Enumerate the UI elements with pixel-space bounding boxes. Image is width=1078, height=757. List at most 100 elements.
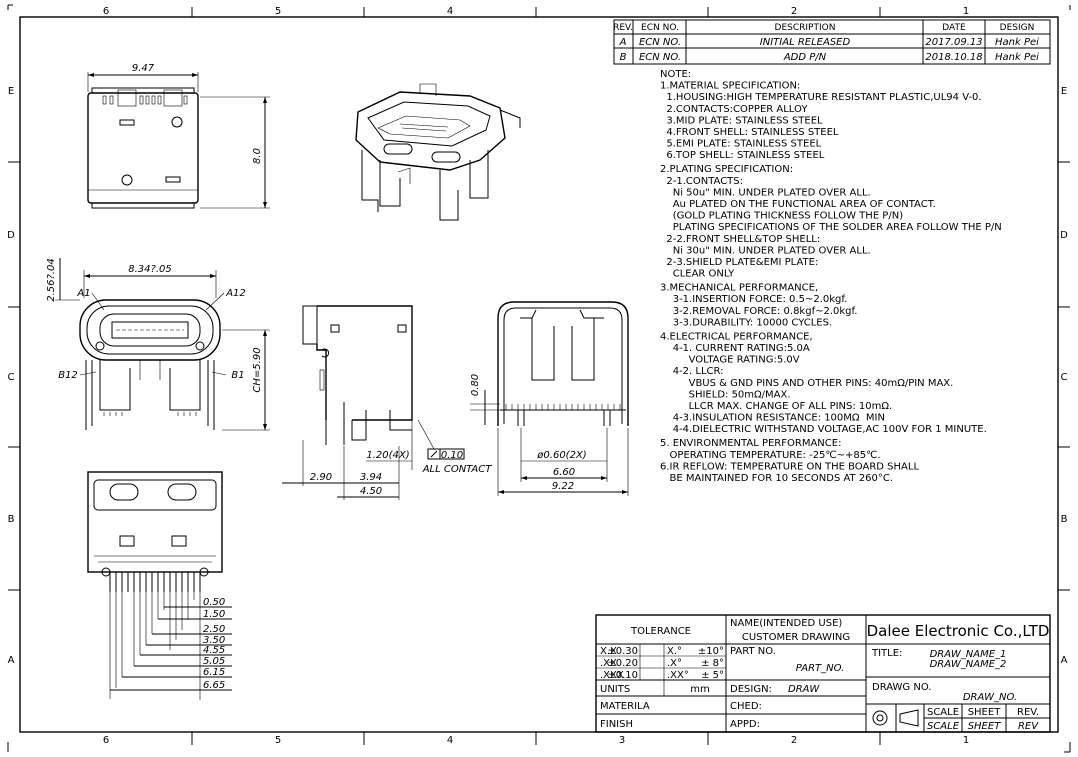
dim-front-ch: CH=5.90 [252, 347, 263, 392]
note-line: 2-2.FRONT SHELL&TOP SHELL: [660, 234, 820, 245]
dim-side-3-94: 3.94 [360, 472, 382, 483]
tol-row-3-c: .XX° [667, 670, 689, 681]
notes: NOTE:1.MATERIAL SPECIFICATION: 1.HOUSING… [660, 69, 1002, 484]
zone-bottom-5: 5 [275, 735, 281, 746]
note-line: Ni 30u" MIN. UNDER PLATED OVER ALL. [660, 245, 871, 256]
pin-dim-value: 6.65 [203, 680, 225, 691]
rev-row-b-rev: B [620, 52, 627, 63]
note-line: 5.EMI PLATE: STAINLESS STEEL [660, 139, 822, 150]
zone-left-e: E [8, 86, 14, 97]
zone-left-c: C [8, 372, 15, 383]
note-line: NOTE: [660, 69, 691, 80]
title-value-1: DRAW_NAME_1 [930, 649, 1007, 660]
rev-header-rev: REV. [613, 23, 633, 33]
side-view: 1.20(4X) 0.10 ALL CONTACT 2.90 3.94 4.50 [282, 305, 493, 500]
zone-right-e: E [1061, 86, 1067, 97]
note-line: 4-3.INSULATION RESISTANCE: 100MΩ MIN [660, 413, 885, 424]
zone-bottom-2: 2 [791, 735, 797, 746]
note-line: PLATING SPECIFICATIONS OF THE SOLDER ARE… [660, 222, 1002, 233]
dim-side-1-20: 1.20(4X) [366, 450, 409, 461]
tol-row-2-b: ±0.20 [607, 658, 638, 669]
zone-top-5: 5 [275, 6, 281, 17]
dim-side-flatness: 0.10 [441, 450, 463, 461]
note-line: 3-1.INSERTION FORCE: 0.5~2.0kgf. [660, 294, 847, 305]
appd-label: APPD: [730, 719, 760, 730]
note-line: 5. ENVIRONMENTAL PERFORMANCE: [660, 438, 841, 449]
ched-label: CHED: [730, 701, 762, 712]
dim-rear-9-22: 9.22 [552, 481, 574, 492]
note-line: VOLTAGE RATING:5.0V [660, 355, 800, 366]
scale-label: SCALE [927, 707, 959, 718]
dim-front-pitch: 2.56?.04 [46, 258, 57, 301]
tol-row-3-a: .XXX [600, 670, 624, 681]
rear-view: 0.80 ø0.60(2X) 6.60 9.22 [470, 301, 629, 496]
pin-dim-value: 1.50 [203, 609, 225, 620]
rev-header-ecn: ECN NO. [641, 23, 679, 33]
bottom-view [87, 471, 223, 700]
tol-row-3-b: ±0.10 [607, 670, 638, 681]
tol-row-2-c: .X° [667, 658, 682, 669]
drawg-no-value: DRAW_NO. [963, 692, 1017, 703]
materila-label: MATERILA [600, 701, 650, 712]
note-line: 3-2.REMOVAL FORCE: 0.8kgf~2.0kgf. [660, 306, 858, 317]
pin-dim-value: 0.50 [203, 597, 225, 608]
tol-row-1-d: ±10° [698, 646, 724, 657]
rev-row-b-design: Hank Pei [995, 52, 1039, 63]
projection-symbol-cone [899, 709, 919, 727]
units-label: UNITS [600, 684, 630, 695]
tol-row-3-d: ± 5° [701, 670, 724, 681]
note-line: OPERATING TEMPERATURE: -25℃~+85℃. [660, 450, 881, 461]
rev-row-a-date: 2017.09.13 [925, 37, 982, 48]
part-no-label: PART NO. [730, 646, 776, 657]
note-line: 2.PLATING SPECIFICATION: [660, 164, 793, 175]
pin-label-a1: A1 [76, 288, 90, 299]
zone-top-6: 6 [103, 6, 109, 17]
zone-left-d: D [7, 230, 15, 241]
tol-row-1-a: X.X [600, 646, 617, 657]
dim-side-all-contact: ALL CONTACT [422, 464, 493, 475]
rev-value: REV [1018, 721, 1039, 732]
note-line: 4-4.DIELECTRIC WITHSTAND VOLTAGE,AC 100V… [660, 424, 987, 435]
zone-right-d: D [1060, 230, 1068, 241]
zone-top-2: 2 [791, 6, 797, 17]
dim-top-height: 8.0 [252, 148, 263, 164]
name-label: NAME(INTENDED USE) [730, 618, 842, 629]
isometric-view [355, 83, 521, 221]
front-view: 8.34?.05 2.56?.04 A1 A12 B12 B1 CH=5.90 [46, 258, 270, 431]
tol-row-1-c: X.° [667, 646, 682, 657]
rev-header-description: DESCRIPTION [775, 23, 836, 33]
note-line: Ni 50u" MIN. UNDER PLATED OVER ALL. [660, 187, 871, 198]
rev-row-b-ecn: ECN NO. [639, 52, 681, 63]
dim-rear-6-60: 6.60 [553, 467, 575, 478]
zone-right-a: A [1061, 655, 1068, 666]
title-label: TITLE: [871, 648, 902, 659]
note-line: 6.IR REFLOW: TEMPERATURE ON THE BOARD SH… [660, 461, 919, 472]
title-value-2: DRAW_NAME_2 [930, 659, 1007, 670]
sheet-label: SHEET [968, 707, 1002, 718]
name-value: CUSTOMER DRAWING [742, 632, 850, 643]
dim-rear-0-80: 0.80 [470, 374, 481, 396]
top-view: 9.47 8.0 [87, 63, 270, 209]
note-line: LLCR MAX. CHANGE OF ALL PINS: 10mΩ. [660, 401, 892, 412]
company-name: Dalee Electronic Co.,LTD [867, 622, 1050, 640]
dim-side-4-50: 4.50 [360, 486, 382, 497]
dim-front-width: 8.34?.05 [128, 264, 171, 275]
zone-bottom-1: 1 [963, 735, 969, 746]
pin-dim-value: 3.50 [203, 635, 225, 646]
pin-dim-value: 6.15 [203, 667, 225, 678]
tol-row-2-a: .XX [600, 658, 617, 669]
note-line: 6.TOP SHELL: STAINLESS STEEL [660, 150, 825, 161]
note-line: 2-1.CONTACTS: [660, 176, 743, 187]
drawg-no-label: DRAWG NO. [872, 682, 931, 693]
pin-dim-value: 2.50 [203, 624, 225, 635]
rev-row-a-design: Hank Pei [995, 37, 1039, 48]
dim-rear-hole: ø0.60(2X) [536, 450, 586, 461]
note-line: 3-3.DURABILITY: 10000 CYCLES. [660, 317, 832, 328]
scale-value: SCALE [927, 721, 960, 732]
rev-row-a-ecn: ECN NO. [639, 37, 681, 48]
zone-right-b: B [1061, 514, 1068, 525]
rev-label: REV. [1017, 707, 1039, 718]
note-line: VBUS & GND PINS AND OTHER PINS: 40mΩ/PIN… [660, 378, 953, 389]
rev-row-a-description: INITIAL RELEASED [760, 37, 851, 48]
